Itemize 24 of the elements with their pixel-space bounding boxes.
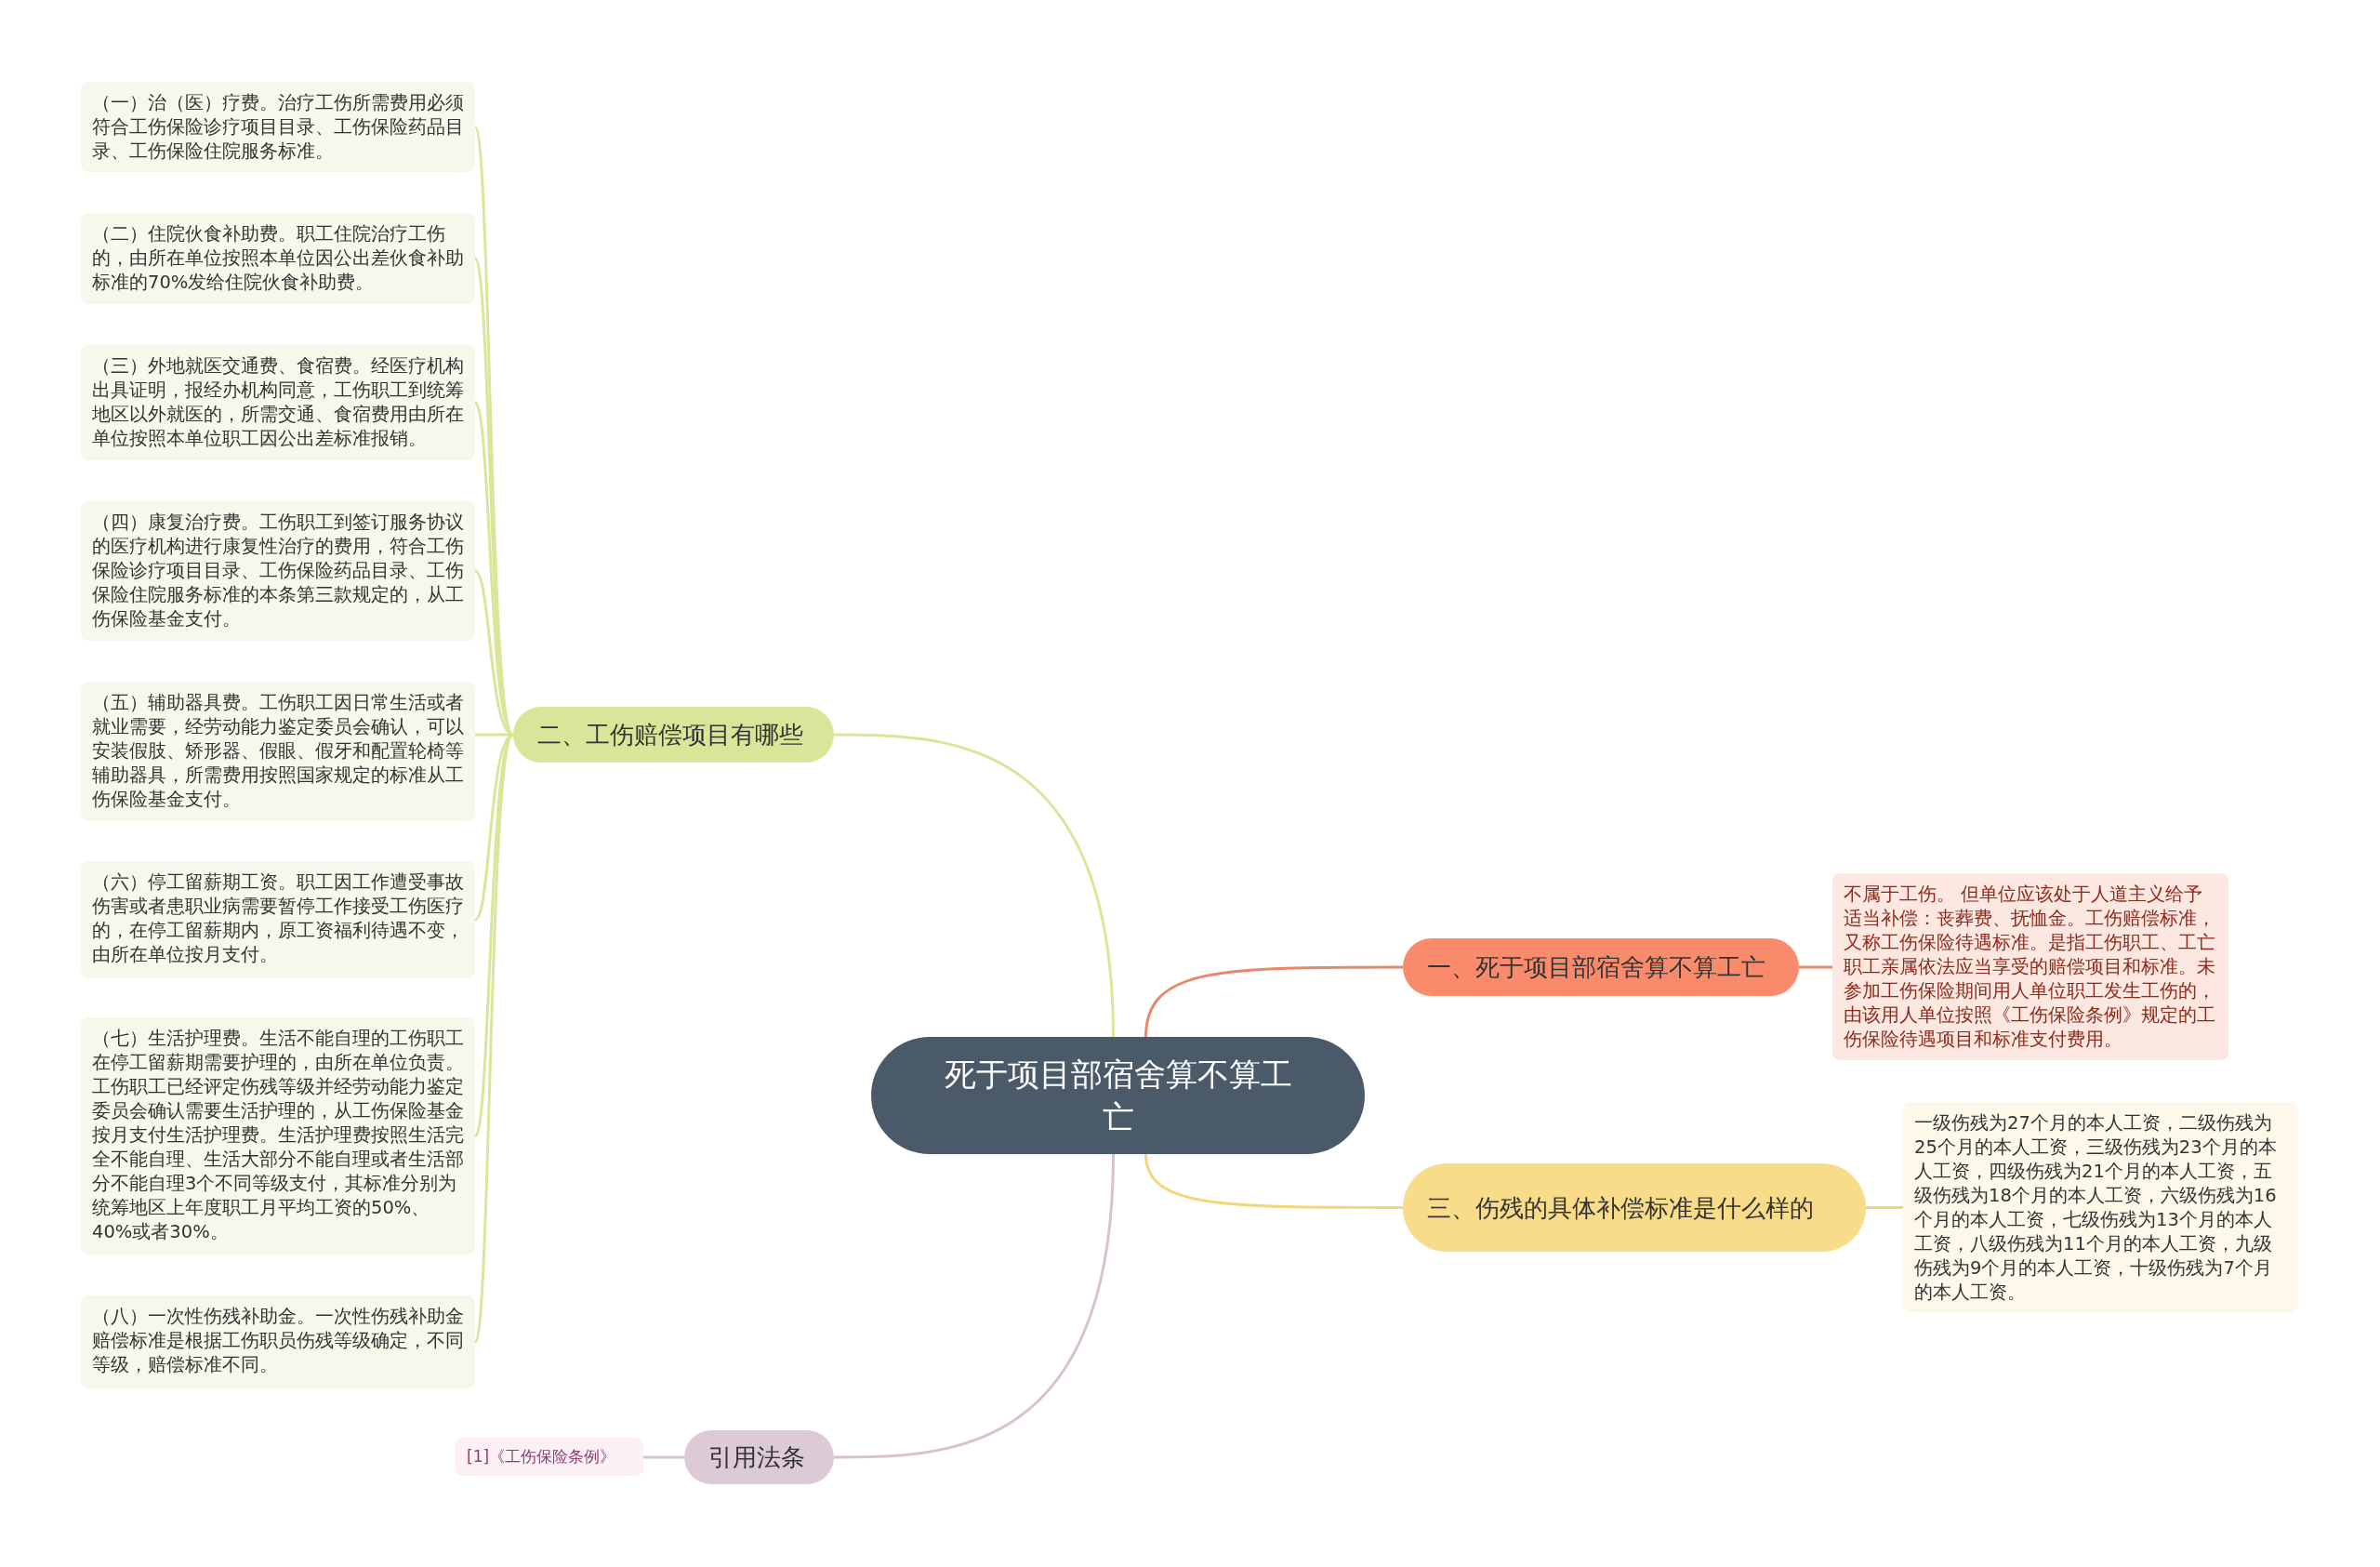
note-box: （五）辅助器具费。工伤职工因日常生活或者就业需要，经劳动能力鉴定委员会确认，可以安装假肢、矫形器、假眼、假牙和配置轮椅等辅助器具，所需费用按照国家规定的标准从工伤保险基金支付。 [81, 682, 475, 821]
note-box: [1]《工伤保险条例》 [456, 1438, 643, 1476]
connector-line [473, 734, 515, 1343]
note-box: （二）住院伙食补助费。职工住院治疗工伤的，由所在单位按照本单位因公出差伙食补助标准的70%发给住院伙食补助费。 [81, 213, 475, 304]
note-box: （一）治（医）疗费。治疗工伤所需费用必须符合工伤保险诊疗项目目录、工伤保险药品目录、工伤保险住院服务标准。 [81, 82, 475, 172]
connector-line [1144, 1153, 1403, 1209]
note-box: （七）生活护理费。生活不能自理的工伤职工在停工留薪期需要护理的，由所在单位负责。工伤职工已经评定伤残等级并经劳动能力鉴定委员会确认需要生活护理的，从工伤保险基金按月支付生活护理费。生活护理费按照生活完全不能自理、生活大部分不能自理或者生活部分不能自理3个不同等级支付，其标准分别为统筹地区上年度职工月平均工资的50%、40%或者30%。 [81, 1017, 475, 1255]
note-box: （六）停工留薪期工资。职工因工作遭受事故伤害或者患职业病需要暂停工作接受工伤医疗的，在停工留薪期内，原工资福利待遇不变，由所在单位按月支付。 [81, 861, 475, 978]
note-box: （四）康复治疗费。工伤职工到签订服务协议的医疗机构进行康复性治疗的费用，符合工伤保险诊疗项目目录、工伤保险药品目录、工伤保险住院服务标准的本条第三款规定的，从工伤保险基金支付。 [81, 501, 475, 641]
topic-box: 三、伤残的具体补偿标准是什么样的 [1403, 1163, 1866, 1252]
topic-box: 引用法条 [684, 1430, 834, 1484]
note-box: 不属于工伤。 但单位应该处于人道主义给予适当补偿：丧葬费、抚恤金。工伤赔偿标准，又称工伤保险待遇标准。是指工伤职工、工亡职工亲属依法应当享受的赔偿项目和标准。未参加工伤保险期间用人单位职工发生工伤的，由该用人单位按照《工伤保险条例》规定的工伤保险待遇项目和标准支付费用。 [1832, 873, 2228, 1060]
connector-line [1866, 1206, 1903, 1209]
topic-box: 一、死于项目部宿舍算不算工亡 [1403, 938, 1799, 996]
note-box: （三）外地就医交通费、食宿费。经医疗机构出具证明，报经办机构同意，工伤职工到统筹地区以外就医的，所需交通、食宿费用由所在单位按照本单位职工因公出差标准报销。 [81, 345, 475, 460]
connector-line [1144, 965, 1403, 1038]
connector-line [1799, 965, 1832, 969]
note-box: 一级伤残为27个月的本人工资，二级伤残为25个月的本人工资，三级伤残为23个月的本人工资，四级伤残为21个月的本人工资，五级伤残为18个月的本人工资，六级伤残为16个月的本人工资，七级伤残为13个月的本人工资，八级伤残为11个月的本人工资，九级伤残为9个月的本人工资，十级伤残为7个月的本人工资。 [1903, 1102, 2298, 1312]
central-topic-box: 死于项目部宿舍算不算工亡 [871, 1037, 1365, 1154]
connector-line [834, 1153, 1115, 1459]
note-box: （八）一次性伤残补助金。一次性伤残补助金赔偿标准是根据工伤职员伤残等级确定，不同等级，赔偿标准不同。 [81, 1295, 475, 1388]
connector-line [473, 126, 515, 736]
topic-box: 二、工伤赔偿项目有哪些 [513, 707, 834, 763]
connector-line [834, 733, 1115, 1038]
